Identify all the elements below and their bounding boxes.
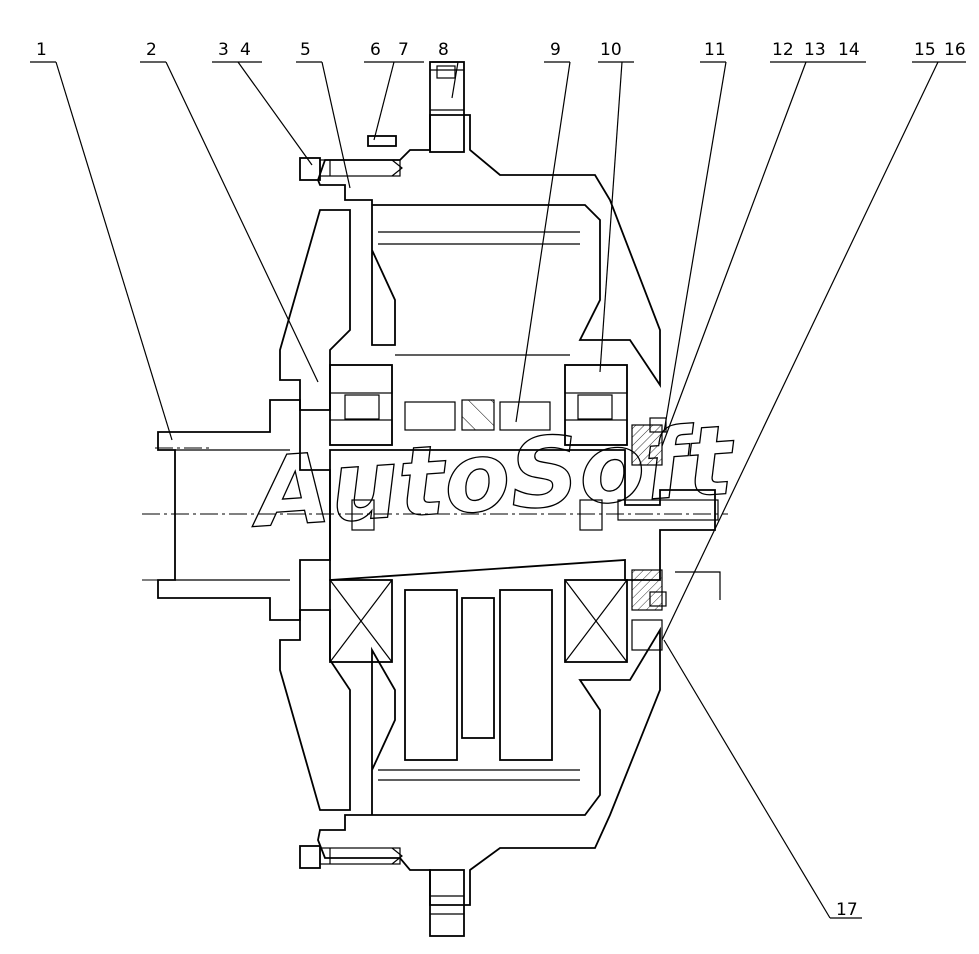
callout-9: 9: [550, 40, 561, 60]
callout-12: 12: [772, 40, 794, 60]
callout-15: 15: [914, 40, 936, 60]
callout-labels: 1 2 3 4 5 6 7 8 9 10 11 12 13 14 15 16 1…: [36, 40, 966, 920]
central-shaft: [329, 449, 719, 581]
callout-5: 5: [300, 40, 311, 60]
bearings-upper: [329, 364, 628, 446]
callout-10: 10: [600, 40, 622, 60]
callout-2: 2: [146, 40, 157, 60]
callout-14: 14: [838, 40, 860, 60]
callout-4: 4: [240, 40, 251, 60]
watermark: AutoSoft: [245, 404, 739, 550]
callout-11: 11: [704, 40, 726, 60]
callout-3: 3: [218, 40, 229, 60]
callout-16: 16: [944, 40, 966, 60]
callout-6: 6: [370, 40, 381, 60]
callout-1: 1: [36, 40, 47, 60]
callout-8: 8: [438, 40, 449, 60]
callout-17: 17: [836, 900, 858, 920]
housing-upper: [279, 61, 661, 411]
leader-lines: [30, 61, 966, 919]
callout-13: 13: [804, 40, 826, 60]
gear-upper: [404, 399, 551, 431]
seal-group: [631, 417, 721, 651]
housing-lower: [279, 609, 661, 937]
callout-7: 7: [398, 40, 409, 60]
gear-lower: [329, 579, 628, 761]
